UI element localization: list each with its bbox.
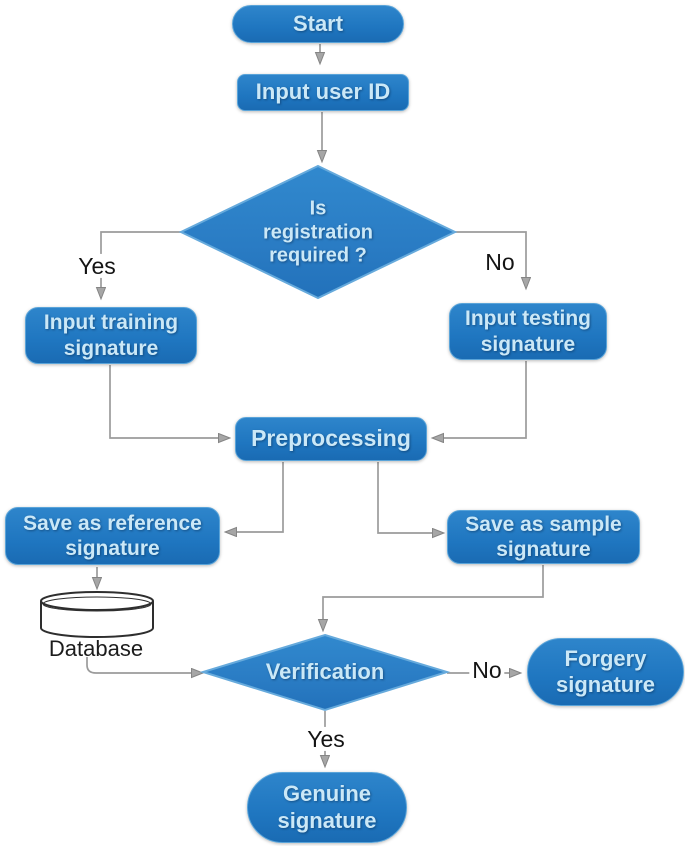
edge-decision-no-to-input-testing <box>455 231 526 287</box>
node-save-sample-label: Save as sample signature <box>465 512 622 561</box>
node-input-training-label: Input training signature <box>43 311 179 360</box>
edge-database-to-verification <box>86 657 201 673</box>
node-save-reference-label: Save as reference signature <box>23 511 202 560</box>
node-input-testing-label: Input testing signature <box>465 307 591 356</box>
node-start: Start <box>232 5 404 43</box>
edge-label-yes-verification: Yes <box>304 727 348 751</box>
node-forgery-signature: Forgery signature <box>527 638 684 706</box>
node-input-user-id-label: Input user ID <box>255 79 391 105</box>
database-cylinder-icon <box>40 591 154 638</box>
node-forgery-label: Forgery signature <box>555 645 656 697</box>
database-label: Database <box>48 636 144 661</box>
node-start-label: Start <box>292 10 344 36</box>
node-genuine-label: Genuine signature <box>277 781 377 833</box>
edge-save-sample-to-verification <box>323 565 544 629</box>
edge-label-no-verification: No <box>469 658 505 682</box>
node-save-reference-signature: Save as reference signature <box>5 507 220 565</box>
edge-preprocessing-to-save-sample <box>377 462 442 533</box>
edge-label-no-registration: No <box>482 250 518 274</box>
decision-verification-shape <box>199 633 451 712</box>
edge-label-yes-registration: Yes <box>75 254 119 278</box>
node-input-user-id: Input user ID <box>237 74 409 111</box>
node-input-testing-signature: Input testing signature <box>449 303 607 360</box>
edge-input-testing-to-preprocessing <box>434 361 527 438</box>
decision-registration-shape <box>178 164 458 300</box>
edge-input-training-to-preprocessing <box>109 365 228 438</box>
node-preprocessing: Preprocessing <box>235 417 427 461</box>
node-genuine-signature: Genuine signature <box>247 772 407 843</box>
node-input-training-signature: Input training signature <box>25 307 197 364</box>
node-preprocessing-label: Preprocessing <box>251 425 411 452</box>
node-save-sample-signature: Save as sample signature <box>447 510 640 564</box>
edge-preprocessing-to-save-reference <box>227 462 284 532</box>
